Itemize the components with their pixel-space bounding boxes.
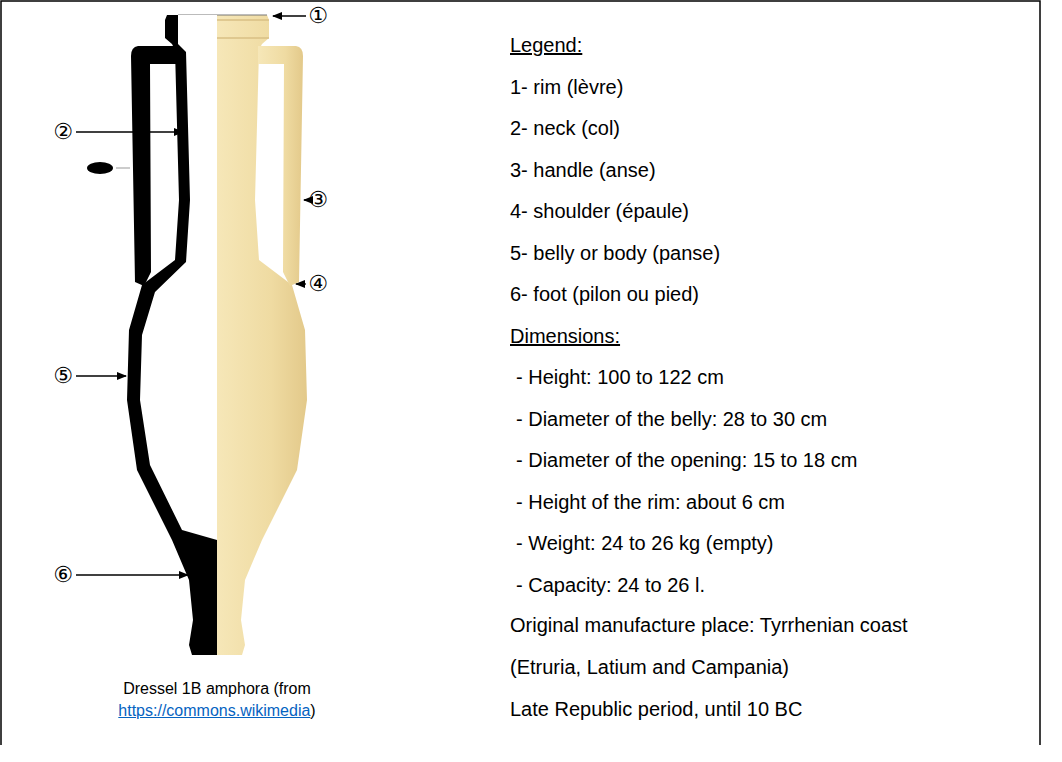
- callout-number: ⑤: [53, 363, 73, 389]
- legend-item: 3- handle (anse): [510, 158, 656, 182]
- legend-item: 5- belly or body (panse): [510, 241, 720, 265]
- amphora-section: [127, 15, 217, 655]
- dimension-item: - Height of the rim: about 6 cm: [516, 490, 785, 514]
- dimension-item: - Diameter of the opening: 15 to 18 cm: [516, 448, 857, 472]
- leader-arrow: [76, 574, 188, 575]
- handle-cross-section: [87, 162, 113, 174]
- leader-arrow: [305, 199, 306, 200]
- caption-text: ): [310, 702, 315, 719]
- figure-caption: Dressel 1B amphora (from https://commons.…: [118, 678, 315, 722]
- callout-number: ①: [308, 3, 328, 29]
- caption-text: Dressel 1B amphora (from: [123, 680, 311, 697]
- dimension-item: - Capacity: 24 to 26 l.: [516, 573, 705, 597]
- leader-arrow: [76, 131, 183, 132]
- leader-arrow: [304, 199, 306, 200]
- legend-item: 2- neck (col): [510, 116, 620, 140]
- handle-section: [131, 46, 176, 286]
- leader-arrow: [296, 283, 306, 284]
- amphora-exterior: [217, 15, 307, 655]
- section-line: [116, 168, 130, 169]
- callout-number: ③: [308, 187, 328, 213]
- legend-item: 4- shoulder (épaule): [510, 199, 689, 223]
- dimension-item: - Weight: 24 to 26 kg (empty): [516, 531, 774, 555]
- caption-link: https://commons.wikimedia: [118, 702, 310, 719]
- rim-groove: [217, 19, 269, 21]
- amphora-handle: [258, 46, 303, 286]
- callout-number: ②: [53, 119, 73, 145]
- rim-groove: [217, 37, 269, 39]
- origin-note: Original manufacture place: Tyrrhenian c…: [510, 605, 910, 688]
- period-note: Late Republic period, until 10 BC: [510, 697, 802, 721]
- frame-border: [1, 1, 1040, 745]
- legend-heading: Legend:: [510, 33, 582, 57]
- dimension-item: - Diameter of the belly: 28 to 30 cm: [516, 407, 827, 431]
- legend-item: 1- rim (lèvre): [510, 75, 623, 99]
- legend-item: 6- foot (pilon ou pied): [510, 282, 699, 306]
- dimension-item: - Height: 100 to 122 cm: [516, 365, 724, 389]
- callout-number: ④: [308, 271, 328, 297]
- callout-number: ⑥: [53, 562, 73, 588]
- leader-arrow: [273, 15, 306, 16]
- dimensions-heading: Dimensions:: [510, 324, 620, 348]
- leader-arrow: [76, 375, 126, 376]
- amphora-cavity: [140, 15, 217, 540]
